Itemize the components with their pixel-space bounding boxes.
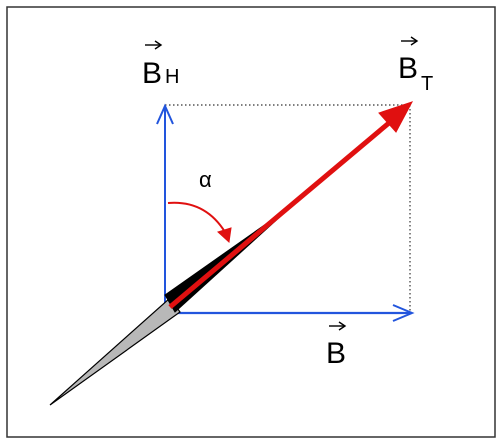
svg-text:B: B (398, 52, 418, 85)
horizontal-component-vector (165, 304, 415, 322)
svg-text:H: H (165, 66, 179, 88)
vertical-component-vector (156, 103, 174, 313)
angle-arc (167, 201, 232, 244)
svg-text:B: B (142, 57, 162, 90)
angle-alpha-label: α (199, 167, 212, 192)
horizontal-field-label: B (326, 321, 347, 370)
diagram-frame (6, 6, 496, 438)
right-arrow-icon (401, 36, 419, 46)
right-arrow-icon (329, 321, 347, 331)
svg-text:T: T (421, 73, 433, 95)
right-arrow-icon (145, 40, 163, 50)
total-field-vector (168, 101, 414, 309)
vertical-field-label: B H (142, 40, 179, 90)
svg-text:B: B (326, 337, 346, 370)
total-field-label: B T (398, 36, 433, 95)
needle-south-end (49, 297, 181, 406)
